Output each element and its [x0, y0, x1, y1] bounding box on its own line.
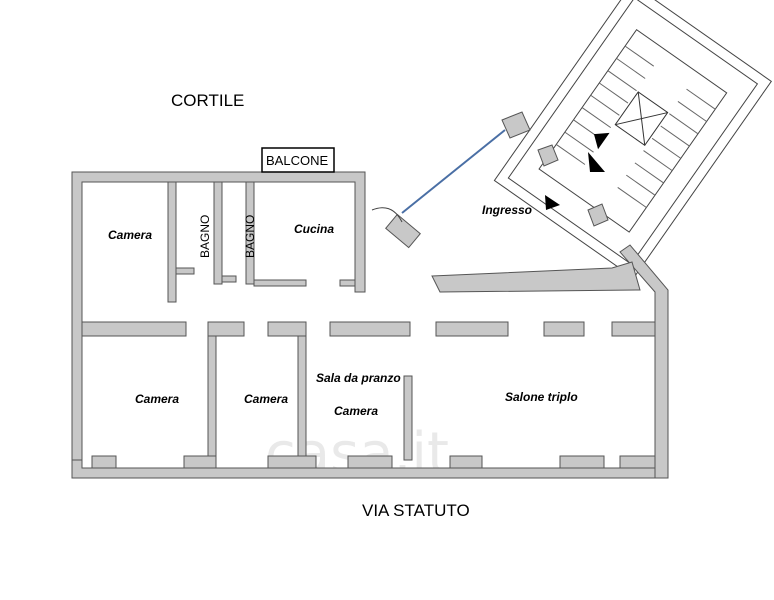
entrance-door [385, 213, 421, 249]
outer-walls [71, 111, 669, 479]
room-label-ingresso: Ingresso [482, 203, 532, 217]
entrance-door-swing [371, 207, 403, 223]
room-label-bagno-1: BAGNO [198, 215, 212, 258]
interior-walls-top [167, 181, 356, 303]
room-label-cucina: Cucina [294, 222, 334, 236]
room-label-sala-pranzo: Sala da pranzo [316, 371, 401, 385]
landing-arrow-icon [545, 195, 560, 210]
room-label-camera-sala: Camera [334, 404, 378, 418]
room-label-salone: Salone triplo [505, 390, 578, 404]
street-label: VIA STATUTO [362, 501, 470, 520]
room-label-bagno-2: BAGNO [243, 215, 257, 258]
window-pillars [91, 455, 656, 469]
interior-walls-middle [81, 321, 656, 337]
room-label-camera-bl: Camera [135, 392, 179, 406]
balcony [261, 147, 335, 173]
stair-arrow-icon [588, 152, 605, 172]
room-label-camera-mid: Camera [244, 392, 288, 406]
courtyard-label: CORTILE [171, 91, 244, 110]
balcony-label: BALCONE [266, 153, 328, 168]
room-label-camera-top: Camera [108, 228, 152, 242]
entrance-window [401, 129, 506, 214]
staircase [493, 0, 773, 279]
